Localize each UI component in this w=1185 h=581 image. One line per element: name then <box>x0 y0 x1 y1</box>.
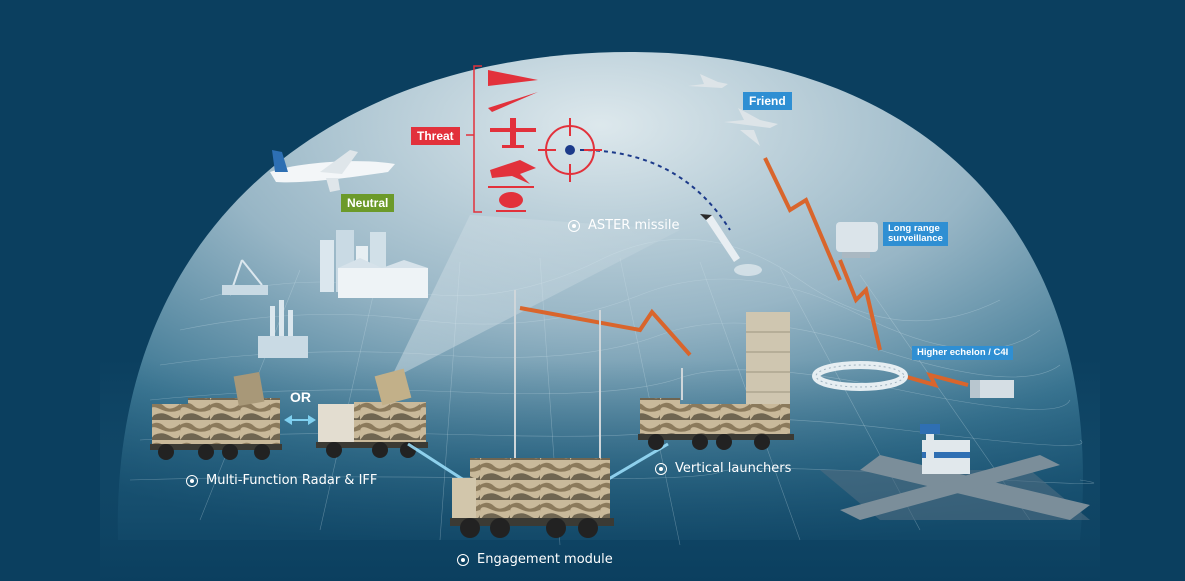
vertical-launchers-callout: Vertical launchers <box>655 461 791 476</box>
airport-icon <box>820 424 1090 520</box>
cruise-missile-icon <box>488 70 538 86</box>
long-range-label-line1: Long range <box>888 223 940 234</box>
target-ring-icon <box>186 474 198 487</box>
target-ring-icon <box>568 219 580 232</box>
target-ring-icon <box>655 462 667 475</box>
threat-label: Threat <box>411 127 460 145</box>
aster-missile-callout: ASTER missile <box>568 218 680 233</box>
target-ring-icon <box>457 553 469 566</box>
ballistic-missile-icon <box>488 92 538 112</box>
mfr-text: Multi-Function Radar & IFF <box>206 473 378 488</box>
airliner-icon <box>270 150 395 192</box>
friend-label: Friend <box>743 92 792 110</box>
drone-icon <box>490 118 536 148</box>
mfr-callout: Multi-Function Radar & IFF <box>186 473 377 488</box>
long-range-label-line2: surveillance <box>888 233 943 244</box>
fighter-jet-icon <box>490 160 536 184</box>
c4i-shelter-icon <box>970 380 1014 398</box>
vertical-launchers-text: Vertical launchers <box>675 461 792 476</box>
mfr-truck-b-icon <box>316 368 428 458</box>
missile-trajectory <box>579 149 731 231</box>
higher-echelon-label: Higher echelon / C4I <box>912 346 1014 360</box>
radar-beam <box>390 215 680 380</box>
engagement-module-callout: Engagement module <box>457 552 613 567</box>
vertical-launcher-truck-icon <box>638 312 794 450</box>
aster-missile-text: ASTER missile <box>588 218 680 233</box>
city-buildings-icon <box>320 230 428 298</box>
engagement-module-truck-icon <box>450 458 614 538</box>
or-label: OR <box>290 389 311 405</box>
long-range-radar-icon <box>836 222 878 258</box>
long-range-surveillance-label: Long range surveillance <box>883 222 948 246</box>
helicopter-icon <box>488 186 534 212</box>
neutral-label: Neutral <box>341 194 395 212</box>
command-links <box>407 442 669 486</box>
threat-icons <box>488 70 538 212</box>
factory-icon <box>258 300 308 358</box>
c4i-ring-icon <box>812 361 908 391</box>
engagement-module-text: Engagement module <box>477 552 613 567</box>
port-crane-icon <box>222 259 268 296</box>
threat-bracket <box>466 65 482 213</box>
mfr-truck-a-icon <box>150 371 282 460</box>
friend-jet-icon <box>688 74 778 146</box>
datalink-zigzags <box>519 157 969 389</box>
antenna-masts <box>514 290 683 465</box>
or-arrow <box>284 415 316 425</box>
aster-missile-icon <box>700 214 762 276</box>
target-reticle-icon <box>538 118 602 182</box>
